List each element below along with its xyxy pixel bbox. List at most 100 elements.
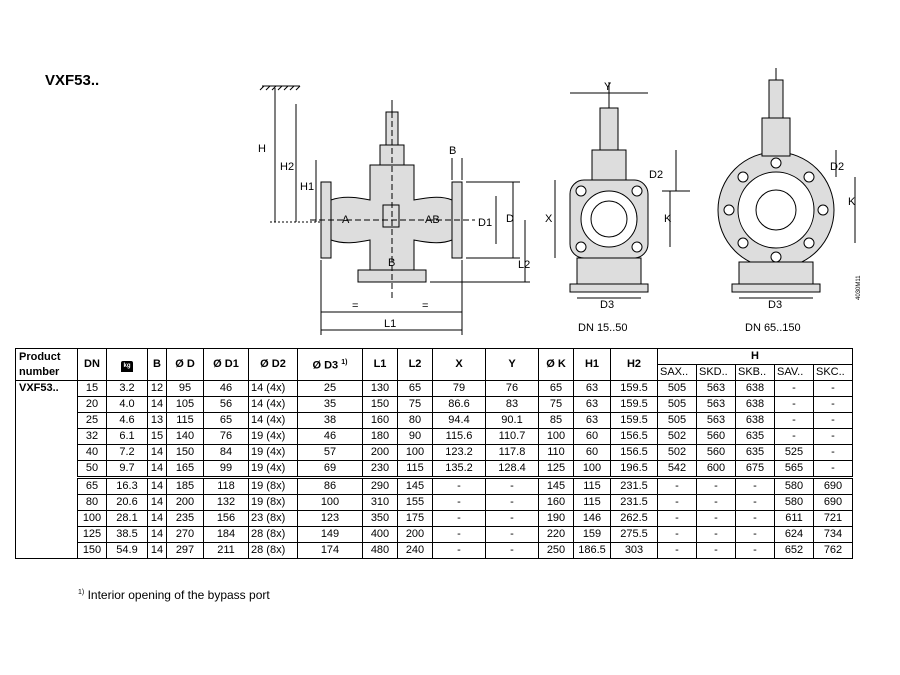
table-cell: 28.1 xyxy=(106,510,148,527)
table-cell: 563 xyxy=(696,412,736,429)
table-cell: - xyxy=(774,412,814,429)
table-cell: 180 xyxy=(362,428,398,445)
table-cell: 159.5 xyxy=(610,412,658,429)
header-H-skc: SKC.. xyxy=(813,364,853,381)
table-cell: 60 xyxy=(573,428,611,445)
table-cell: 14 xyxy=(147,510,167,527)
table-cell: 115 xyxy=(573,476,611,495)
table-cell: 12 xyxy=(147,380,167,397)
header-DN: DN xyxy=(77,348,107,381)
port-label-AB: AB xyxy=(425,214,440,226)
table-cell: - xyxy=(657,510,697,527)
header-H-skb: SKB.. xyxy=(735,364,775,381)
table-cell: 23 (8x) xyxy=(248,510,298,527)
table-cell: 46 xyxy=(297,428,363,445)
table-cell: - xyxy=(696,510,736,527)
table-cell: 270 xyxy=(166,526,204,543)
table-cell: 275.5 xyxy=(610,526,658,543)
table-cell: 75 xyxy=(538,396,574,413)
table-cell: 14 xyxy=(147,542,167,559)
table-cell: 100 xyxy=(573,460,611,478)
table-cell: - xyxy=(432,526,486,543)
table-cell: - xyxy=(657,526,697,543)
port-label-B: B xyxy=(388,257,395,269)
table-cell: - xyxy=(432,510,486,527)
table-cell: 560 xyxy=(696,444,736,461)
dim-label-L2: L2 xyxy=(518,259,530,271)
table-cell: 734 xyxy=(813,526,853,543)
table-cell: 200 xyxy=(362,444,398,461)
table-cell: 117.8 xyxy=(485,444,539,461)
table-cell: 184 xyxy=(203,526,249,543)
table-cell: 90 xyxy=(397,428,433,445)
table-cell: 19 (8x) xyxy=(248,494,298,511)
table-cell: 69 xyxy=(297,460,363,478)
table-cell: 14 xyxy=(147,476,167,495)
table-cell: - xyxy=(485,476,539,495)
table-cell: 159 xyxy=(573,526,611,543)
header-K: Ø K xyxy=(538,348,574,381)
table-cell: 159.5 xyxy=(610,380,658,397)
table-cell: 155 xyxy=(397,494,433,511)
table-cell: 60 xyxy=(573,444,611,461)
table-cell: 19 (4x) xyxy=(248,444,298,461)
footnote: 1) Interior opening of the bypass port xyxy=(78,588,270,602)
table-cell: 128.4 xyxy=(485,460,539,478)
table-cell: 14 xyxy=(147,460,167,478)
table-cell: 160 xyxy=(362,412,398,429)
table-cell: 400 xyxy=(362,526,398,543)
table-cell: 80 xyxy=(397,412,433,429)
table-cell: 115 xyxy=(166,412,204,429)
table-cell: - xyxy=(696,494,736,511)
table-cell: 4.0 xyxy=(106,396,148,413)
table-cell: 6.1 xyxy=(106,428,148,445)
table-cell: 580 xyxy=(774,476,814,495)
table-cell: 200 xyxy=(397,526,433,543)
header-H2: H2 xyxy=(610,348,658,381)
table-cell: - xyxy=(735,494,775,511)
table-cell: 505 xyxy=(657,396,697,413)
table-cell: - xyxy=(485,510,539,527)
header-H1: H1 xyxy=(573,348,611,381)
table-cell: - xyxy=(813,396,853,413)
table-cell: 19 (8x) xyxy=(248,476,298,495)
table-cell: 560 xyxy=(696,428,736,445)
table-cell: 38 xyxy=(297,412,363,429)
table-cell: 125 xyxy=(538,460,574,478)
table-cell: 65 xyxy=(538,380,574,397)
table-cell: 297 xyxy=(166,542,204,559)
table-cell: 563 xyxy=(696,380,736,397)
table-cell: 165 xyxy=(166,460,204,478)
table-cell: 14 xyxy=(147,396,167,413)
table-cell: 721 xyxy=(813,510,853,527)
table-cell: 505 xyxy=(657,412,697,429)
table-cell: 100 xyxy=(297,494,363,511)
dim-label-D: D xyxy=(506,213,514,225)
drawing-code: 4030M11 xyxy=(856,275,862,300)
table-cell: - xyxy=(735,510,775,527)
dim-label-H: H xyxy=(258,143,266,155)
product-number-cell: VXF53.. xyxy=(15,380,78,559)
table-cell: 231.5 xyxy=(610,476,658,495)
table-cell: 638 xyxy=(735,380,775,397)
table-cell: 186.5 xyxy=(573,542,611,559)
table-cell: 690 xyxy=(813,476,853,495)
table-cell: 100 xyxy=(397,444,433,461)
table-cell: - xyxy=(774,396,814,413)
table-cell: - xyxy=(696,476,736,495)
table-cell: 25 xyxy=(297,380,363,397)
table-cell: 65 xyxy=(397,380,433,397)
table-cell: - xyxy=(696,542,736,559)
table-cell: 123.2 xyxy=(432,444,486,461)
table-cell: - xyxy=(485,494,539,511)
table-cell: 35 xyxy=(297,396,363,413)
table-cell: 76 xyxy=(203,428,249,445)
table-cell: 84 xyxy=(203,444,249,461)
table-cell: 95 xyxy=(166,380,204,397)
table-cell: 580 xyxy=(774,494,814,511)
table-cell: - xyxy=(813,444,853,461)
table-cell: - xyxy=(696,526,736,543)
